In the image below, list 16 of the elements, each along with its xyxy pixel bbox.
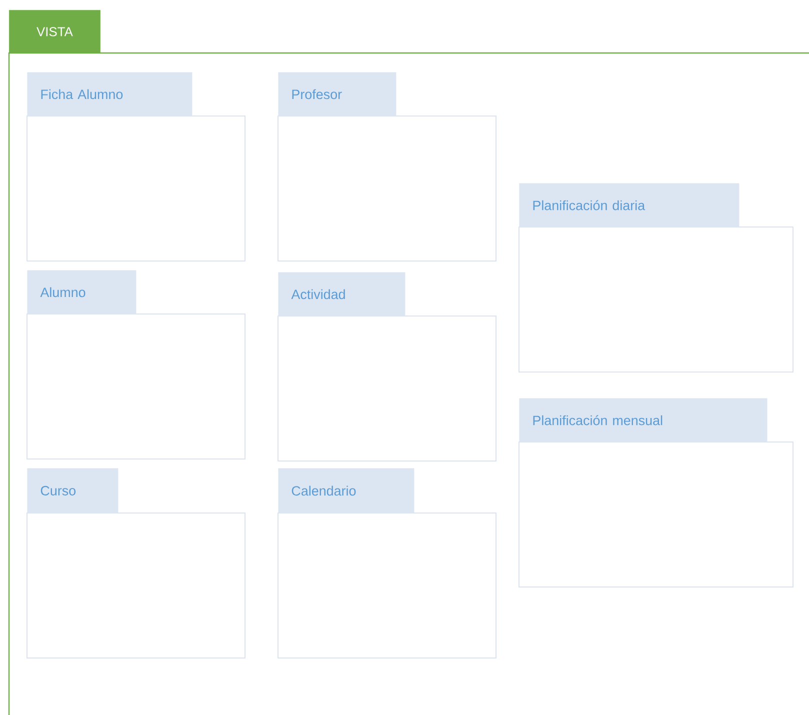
node-label: Ficha Alumno bbox=[41, 89, 123, 100]
class-box: Ficha Alumno bbox=[26, 72, 246, 262]
class-box: Planificación diaria bbox=[518, 183, 794, 372]
class-box: Calendario bbox=[278, 468, 496, 658]
class-box: Actividad bbox=[278, 272, 496, 462]
node-label: Profesor bbox=[292, 89, 342, 100]
node-label: Alumno bbox=[40, 287, 86, 298]
class-box: Planificación mensual bbox=[518, 398, 794, 588]
node-label: Planificación diaria bbox=[533, 200, 646, 210]
node-label: Calendario bbox=[292, 486, 356, 496]
class-box: Alumno bbox=[26, 270, 246, 460]
class-box: Profesor bbox=[278, 72, 496, 262]
class-box: Curso bbox=[26, 468, 246, 658]
node-label: Planificación mensual bbox=[533, 415, 662, 426]
node-label: Actividad bbox=[291, 289, 345, 300]
node-label: Curso bbox=[40, 486, 76, 496]
